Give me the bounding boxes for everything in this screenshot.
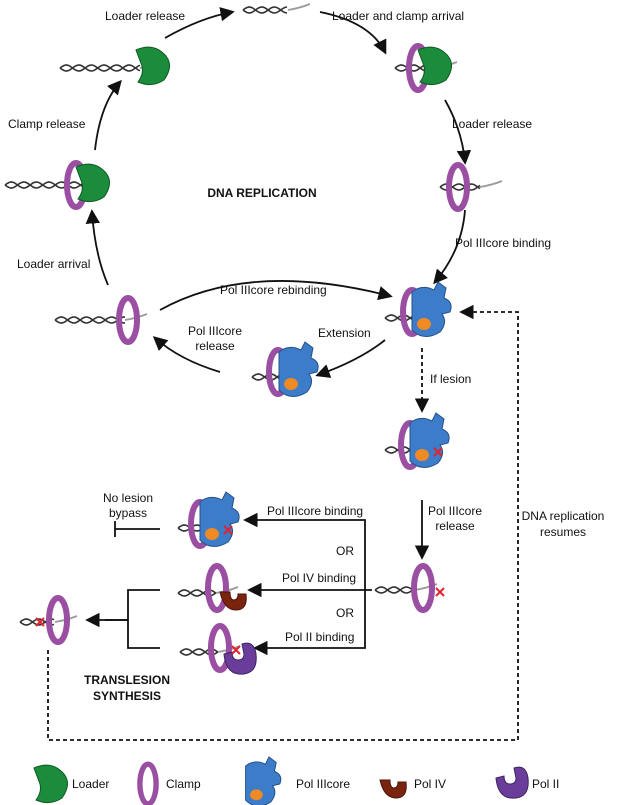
legend-label-clamp: Clamp	[166, 777, 201, 791]
legend-label-pol4: Pol IV	[414, 777, 446, 791]
legend-loader-icon	[33, 764, 68, 804]
legend-label-pol2: Pol II	[532, 777, 559, 791]
label-loader-release-right: Loader release	[452, 117, 532, 131]
arrow-pol3-binding	[433, 209, 466, 285]
lesion-mark	[231, 645, 241, 655]
arrow-branch-pol3	[243, 512, 366, 590]
lesion-mark	[35, 617, 45, 627]
label-pol3-binding: Pol IIIcore binding	[455, 236, 551, 250]
label-tls-2: SYNTHESIS	[93, 689, 161, 703]
loader-after-release	[135, 46, 170, 86]
arrow-pol3-release-left	[152, 336, 221, 373]
arrow-branch-pol2	[253, 590, 366, 656]
lesion-mark	[435, 587, 445, 597]
pol3-extension	[278, 341, 319, 397]
label-loader-release-top: Loader release	[105, 9, 185, 23]
label-clamp-release: Clamp release	[8, 117, 86, 131]
label-no-lesion-bypass-1: No lesion	[103, 491, 153, 505]
legend-pol3-icon	[245, 756, 282, 805]
dna-top	[242, 3, 311, 14]
pol3-stalled	[409, 412, 450, 468]
clamp-free	[116, 295, 140, 345]
legend-pol2-icon	[495, 766, 529, 799]
clamp-tls-product	[46, 595, 70, 645]
labels: DNA REPLICATION Loader release Loader an…	[8, 9, 604, 703]
legend: Loader Clamp Pol IIIcore Pol IV Pol II	[72, 777, 559, 791]
legend-clamp-icon	[137, 761, 159, 805]
label-pol3-release-right-1: Pol IIIcore	[428, 504, 482, 518]
lesion-mark	[223, 525, 233, 535]
clamp-lesion	[411, 563, 435, 613]
clamp-branch-pol4	[205, 563, 229, 613]
label-if-lesion: If lesion	[430, 372, 471, 386]
clamp-branch-pol2	[208, 623, 232, 673]
label-pol3-release-right-2: release	[435, 519, 475, 533]
lesion-mark	[433, 447, 443, 457]
label-pol3-rebinding: Pol IIIcore rebinding	[220, 283, 327, 297]
label-extension: Extension	[318, 326, 371, 340]
arrow-loader-clamp-arrival	[319, 11, 387, 55]
label-pol2-binding: Pol II binding	[285, 630, 354, 644]
legend-label-pol3: Pol IIIcore	[296, 777, 350, 791]
legend-pol4-icon	[379, 779, 407, 799]
arrow-loader-release-right	[444, 99, 472, 165]
dna-lesion-clamp	[374, 583, 438, 594]
label-no-lesion-bypass-2: bypass	[109, 506, 147, 520]
label-dna-resumes-2: resumes	[540, 525, 586, 539]
pathway-arrows	[47, 7, 519, 741]
loader-arriving	[417, 46, 452, 86]
molecules	[4, 3, 529, 805]
label-loader-clamp-arrival: Loader and clamp arrival	[332, 9, 464, 23]
label-pol3-binding-lesion: Pol IIIcore binding	[267, 504, 363, 518]
clamp-on-dna	[446, 162, 470, 212]
pol3-branch	[199, 491, 240, 547]
arrow-clamp-release	[94, 79, 122, 151]
arrow-resume	[47, 304, 519, 741]
label-pol3-release-left-1: Pol IIIcore	[188, 324, 242, 338]
dna-clamp-left	[54, 313, 148, 324]
pol3-bound	[411, 281, 452, 337]
arrow-pol3-rebinding	[159, 280, 393, 311]
pol2-branch	[223, 642, 257, 675]
title-dna-replication: DNA REPLICATION	[207, 186, 316, 200]
label-tls-1: TRANSLESION	[84, 673, 170, 687]
arrow-loader-release-top	[164, 7, 235, 39]
label-loader-arrival: Loader arrival	[17, 257, 90, 271]
label-or-2: OR	[336, 606, 354, 620]
legend-label-loader: Loader	[72, 777, 109, 791]
pol4-branch	[219, 591, 247, 611]
loader-with-clamp	[75, 163, 110, 203]
label-pol4-binding: Pol IV binding	[282, 571, 356, 585]
label-dna-resumes-1: DNA replication	[522, 509, 605, 523]
arrow-loader-arrival	[85, 209, 109, 286]
label-or-1: OR	[336, 544, 354, 558]
arrow-tls-bracket	[105, 589, 160, 649]
arrow-extension	[315, 339, 386, 378]
label-pol3-release-left-2: release	[195, 339, 235, 353]
